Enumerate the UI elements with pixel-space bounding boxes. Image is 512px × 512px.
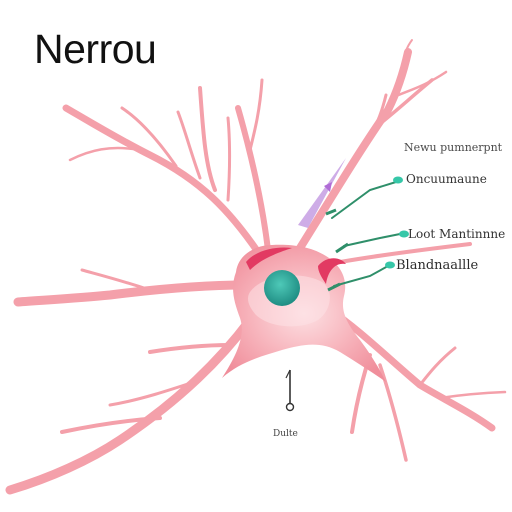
leader-pins bbox=[325, 176, 409, 292]
dendrites bbox=[5, 39, 507, 495]
dendrite-upper-left-branch-3 bbox=[198, 86, 217, 192]
leader-line-3 bbox=[333, 265, 389, 287]
leader-line-1 bbox=[331, 181, 397, 219]
dendrite-lower-left bbox=[5, 315, 255, 495]
dendrite-upper-left-branch-1 bbox=[120, 106, 178, 168]
label-second: Oncuumaune bbox=[406, 172, 487, 186]
dendrite-upper-right-branch-4 bbox=[403, 39, 413, 63]
purple-spike-tip bbox=[324, 182, 332, 192]
leader-line-2 bbox=[343, 233, 401, 247]
leader-lines bbox=[331, 181, 401, 287]
soma-crescent-left bbox=[246, 247, 292, 270]
dendrite-lower-right-branch-3 bbox=[418, 346, 457, 387]
dendrite-left bbox=[13, 280, 250, 307]
leader-pin-1 bbox=[393, 176, 403, 184]
dendrite-upper-middle-branch bbox=[248, 78, 264, 152]
dendrite-lower-right-branch-2 bbox=[378, 363, 408, 462]
label-bottom: Dulte bbox=[273, 429, 298, 439]
dendrite-upper-right-branch-3 bbox=[394, 70, 448, 98]
nucleus bbox=[264, 270, 300, 306]
dendrite-upper-left-branch-5 bbox=[68, 146, 142, 162]
purple-spike bbox=[298, 158, 346, 228]
dendrite-upper-right-branch-2 bbox=[358, 93, 388, 152]
label-third: Loot Mantinnne bbox=[408, 227, 506, 241]
soma-crescent-right bbox=[318, 258, 346, 284]
label-top: Newu pumnerpnt bbox=[404, 141, 503, 154]
dendrite-upper-right-branch-1 bbox=[370, 78, 434, 132]
dendrite-upper-left-branch-4 bbox=[226, 116, 231, 202]
dendrite-upper-left bbox=[62, 104, 266, 262]
dendrite-right bbox=[338, 242, 472, 264]
dendrite-upper-right bbox=[296, 48, 412, 252]
leader-pin-2 bbox=[399, 230, 409, 238]
dendrite-lower-left-branch-1 bbox=[60, 416, 162, 434]
dendrite-upper-middle bbox=[235, 105, 271, 253]
label-fourth: Blandnaallle bbox=[396, 258, 479, 273]
diagram-title: Nerrou bbox=[34, 26, 157, 72]
dendrite-lower-left-branch-3 bbox=[108, 378, 202, 407]
dendrite-lower-left-branch-2 bbox=[148, 343, 232, 354]
pointer-pin-icon bbox=[285, 369, 295, 412]
dendrite-upper-left-branch-2 bbox=[176, 110, 202, 180]
leader-pin-3 bbox=[385, 261, 395, 269]
dendrite-lower-right-branch-4 bbox=[438, 390, 507, 400]
dendrite-left-branch-1 bbox=[80, 268, 152, 292]
